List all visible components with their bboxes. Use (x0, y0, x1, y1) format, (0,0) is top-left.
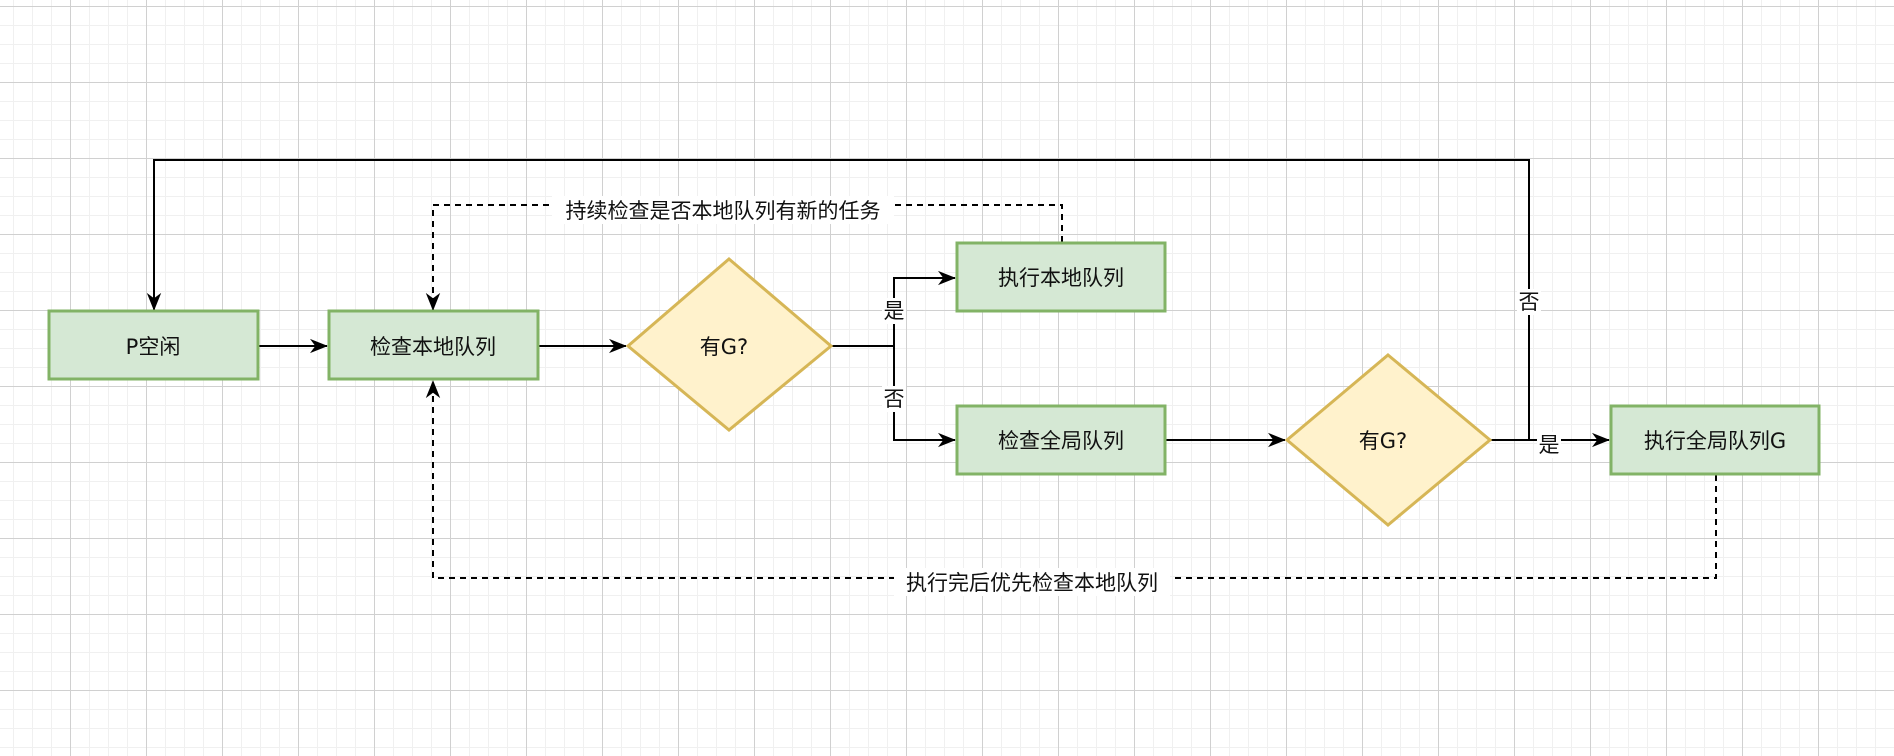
edge-labels: 持续检查是否本地队列有新的任务 执行完后优先检查本地队列 是 否 否 是 (552, 196, 1561, 596)
decision-diamond[interactable] (625, 257, 834, 432)
node-decision-has-g-2[interactable]: 有G? (1284, 353, 1493, 527)
node-decision-has-g-1[interactable]: 有G? (625, 257, 834, 432)
node-label: 有G? (1359, 429, 1407, 453)
node-exec-local-queue[interactable]: 执行本地队列 (955, 241, 1167, 313)
label-bg (1537, 432, 1561, 458)
process-box[interactable] (955, 404, 1167, 476)
nodes: P空闲 检查本地队列 有G? 执行本地队列 检查全局队列 有G? 执行全局队列G (47, 241, 1821, 527)
node-label: 有G? (700, 335, 748, 359)
edge-decision-1-no[interactable] (893, 346, 956, 448)
label-bg (882, 386, 906, 412)
node-exec-global-queue[interactable]: 执行全局队列G (1609, 404, 1821, 476)
edge-label-decision-1-yes: 是 (884, 299, 905, 323)
edge-label-local-loop: 持续检查是否本地队列有新的任务 (566, 199, 881, 223)
process-box[interactable] (955, 241, 1167, 313)
edge-label-decision-2-yes: 是 (1539, 433, 1560, 457)
process-box[interactable] (47, 309, 260, 381)
node-check-local-queue[interactable]: 检查本地队列 (327, 309, 540, 381)
node-label: 执行全局队列G (1644, 429, 1786, 453)
node-label: P空闲 (126, 335, 181, 359)
edge-label-global-loop: 执行完后优先检查本地队列 (906, 571, 1158, 595)
node-check-global-queue[interactable]: 检查全局队列 (955, 404, 1167, 476)
edge-label-decision-1-no: 否 (884, 387, 905, 411)
node-label: 检查全局队列 (998, 429, 1124, 453)
process-box[interactable] (1609, 404, 1821, 476)
label-bg (894, 568, 1170, 596)
edge-label-decision-2-no: 否 (1519, 290, 1540, 314)
node-label: 执行本地队列 (998, 266, 1124, 290)
label-bg (1517, 289, 1541, 315)
label-bg (552, 196, 894, 224)
node-p-idle[interactable]: P空闲 (47, 309, 260, 381)
process-box[interactable] (327, 309, 540, 381)
edge-local-loop[interactable] (425, 204, 1063, 311)
label-bg (882, 298, 906, 324)
node-label: 检查本地队列 (370, 335, 496, 359)
decision-diamond[interactable] (1284, 353, 1493, 527)
